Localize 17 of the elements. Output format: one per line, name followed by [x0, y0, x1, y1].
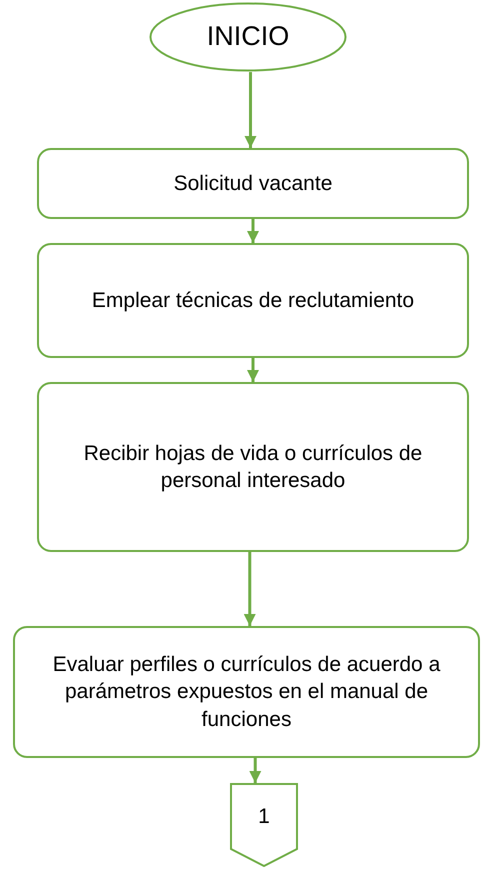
arrow [247, 219, 259, 243]
process-box [37, 243, 469, 358]
off-page-connector [230, 783, 298, 867]
start-terminal [149, 2, 347, 72]
process-box [37, 382, 469, 552]
node-label: Evaluar perfiles o currículos de acuerdo a parámetros expuestos en el manual de funciones [52, 652, 442, 733]
node-label: Solicitud vacante [174, 170, 332, 197]
node-label: INICIO [206, 20, 290, 54]
arrow [249, 758, 262, 783]
arrow [247, 358, 259, 382]
arrow [244, 72, 256, 148]
process-box [37, 148, 469, 219]
node-label: 1 [258, 804, 270, 830]
node-label: Recibir hojas de vida o currículos de personal interesado [82, 440, 424, 494]
arrow [244, 552, 256, 626]
process-box [13, 626, 480, 758]
node-label: Emplear técnicas de reclutamiento [92, 288, 414, 314]
